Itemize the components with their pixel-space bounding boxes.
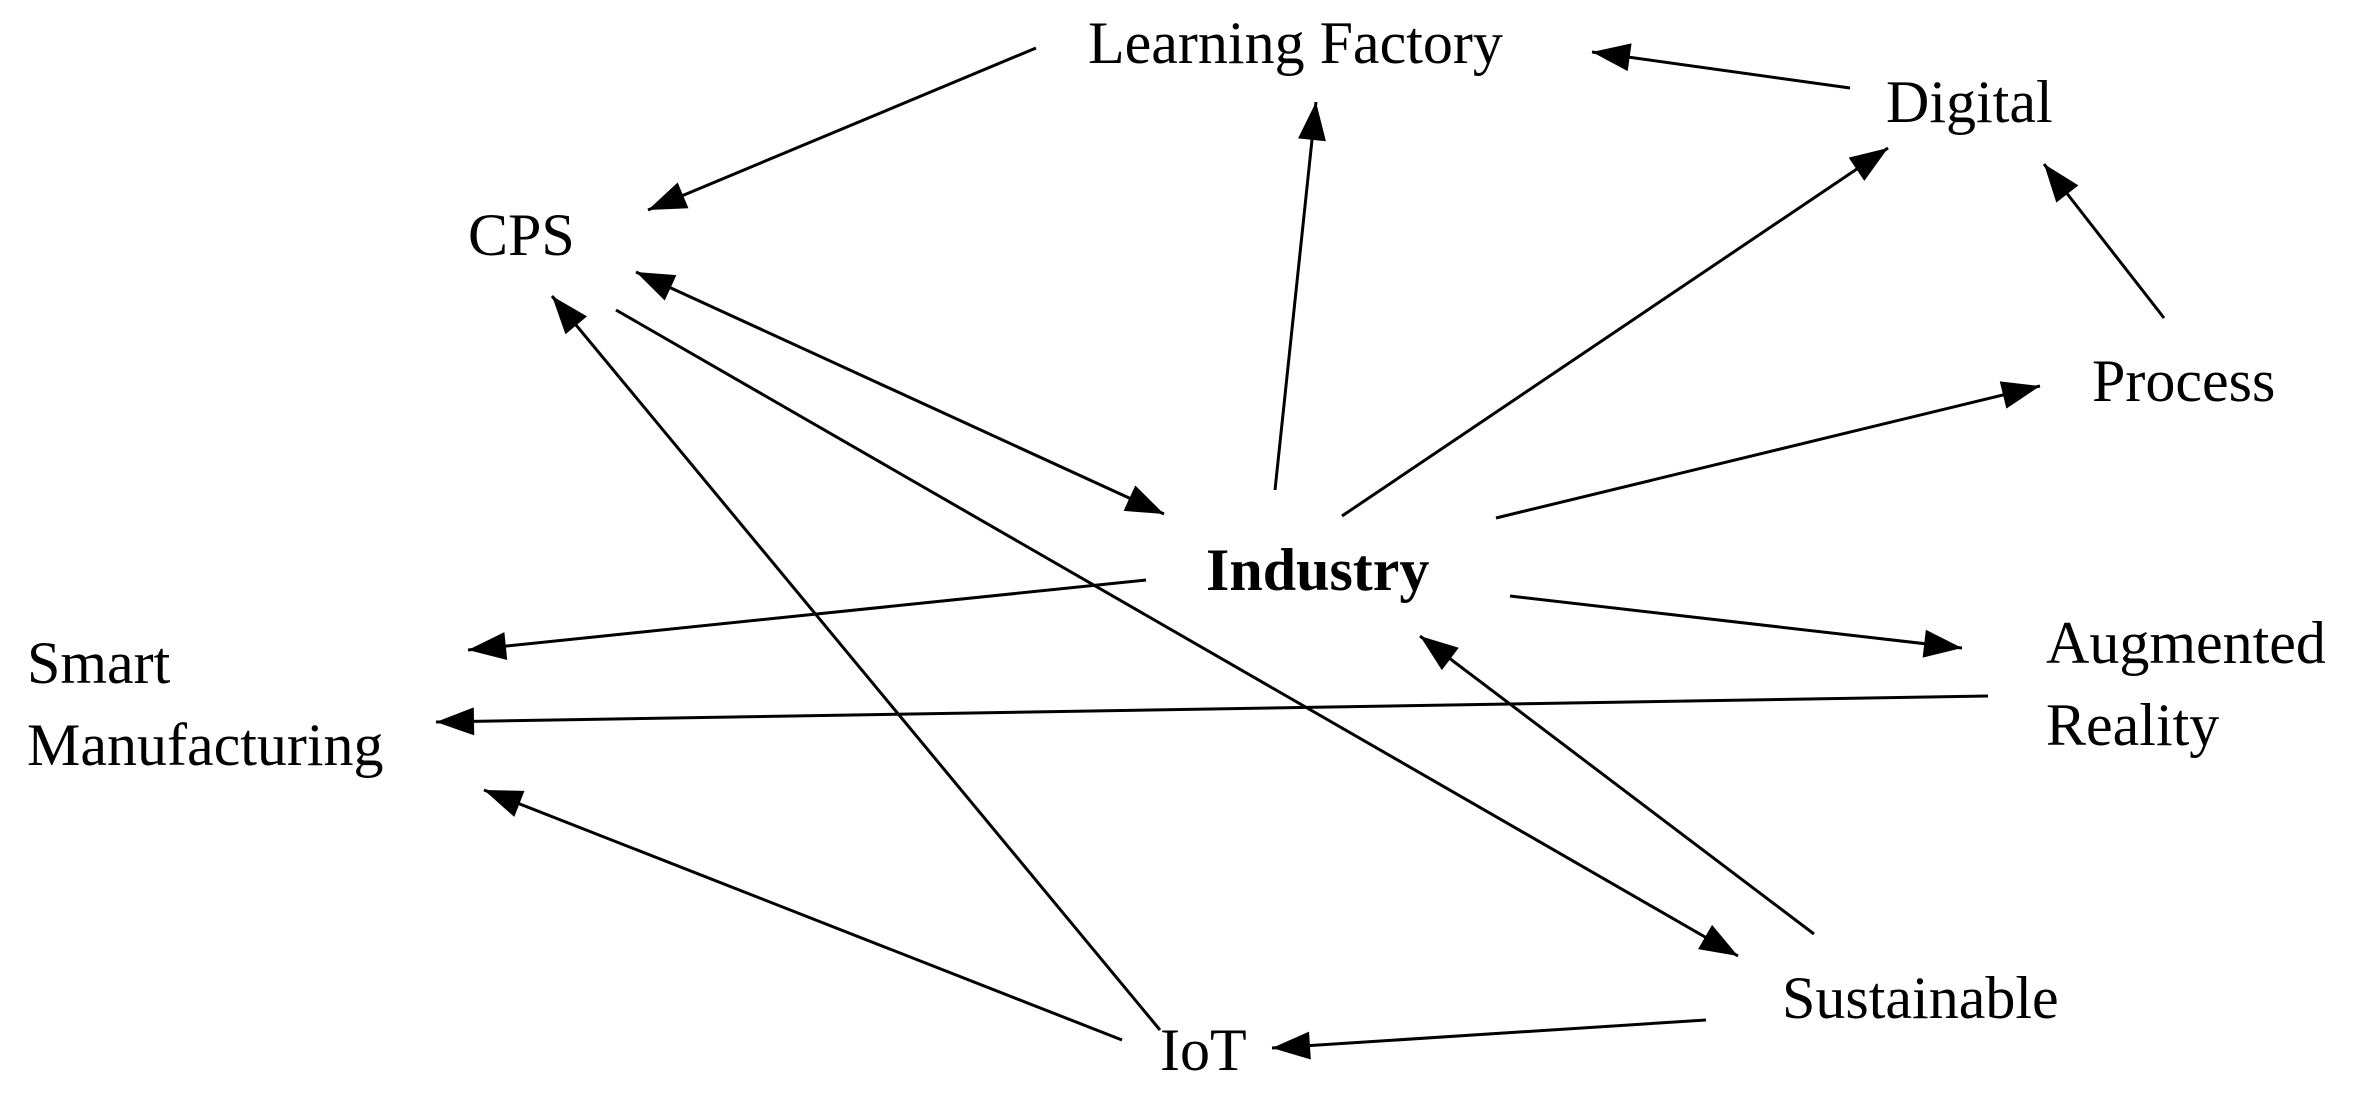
edge-line bbox=[1509, 594, 1963, 650]
arrowhead bbox=[1298, 102, 1326, 142]
node-label-line: Industry bbox=[1206, 537, 1429, 603]
node-digital: Digital bbox=[1886, 69, 2053, 135]
edge-process-to-digital bbox=[2042, 163, 2166, 319]
edge-line bbox=[647, 46, 1037, 212]
edge-industry-to-smart-manufacturing bbox=[467, 578, 1147, 661]
edge-line bbox=[550, 295, 1162, 1031]
arrowhead bbox=[1698, 924, 1738, 956]
edge-line bbox=[635, 270, 1165, 516]
edge-line bbox=[1591, 50, 1851, 90]
edge-industry-to-process bbox=[1495, 381, 2041, 520]
edge-iot-to-smart-manufacturing bbox=[483, 788, 1123, 1042]
arrowhead bbox=[1999, 381, 2040, 409]
edges-layer bbox=[435, 43, 2166, 1060]
edge-line bbox=[1271, 1018, 1707, 1050]
node-cps: CPS bbox=[468, 202, 575, 268]
arrowhead bbox=[1272, 1031, 1311, 1060]
arrowhead bbox=[1848, 148, 1888, 181]
edge-industry-to-digital bbox=[1341, 146, 1889, 518]
node-label-line: Sustainable bbox=[1782, 965, 2059, 1031]
node-label-line: IoT bbox=[1160, 1017, 1247, 1083]
edge-sustainable-to-iot bbox=[1271, 1018, 1707, 1060]
node-label-line: Process bbox=[2092, 348, 2275, 414]
edge-line bbox=[1273, 101, 1318, 491]
edge-line bbox=[435, 694, 1989, 724]
arrowhead bbox=[1123, 485, 1164, 514]
node-label-line: Reality bbox=[2046, 692, 2219, 758]
edge-line bbox=[1495, 384, 2041, 520]
arrowhead bbox=[484, 790, 525, 817]
edge-augmented-reality-to-smart-manufacturing bbox=[435, 694, 1989, 736]
node-sustainable: Sustainable bbox=[1782, 965, 2059, 1031]
arrowhead bbox=[1922, 629, 1962, 658]
node-process: Process bbox=[2092, 348, 2275, 414]
edge-line bbox=[1419, 634, 1815, 936]
edge-digital-to-learning-factory bbox=[1591, 43, 1851, 90]
arrowhead bbox=[436, 707, 475, 736]
arrowhead bbox=[648, 182, 689, 210]
node-label-line: Learning Factory bbox=[1088, 10, 1503, 76]
edge-line bbox=[615, 308, 1739, 958]
edge-cps-to-sustainable bbox=[615, 308, 1739, 958]
node-label-line: Digital bbox=[1886, 69, 2053, 135]
edge-iot-to-cps bbox=[550, 295, 1162, 1031]
arrowhead bbox=[2044, 164, 2079, 203]
node-iot: IoT bbox=[1160, 1017, 1247, 1083]
edge-industry-to-cps bbox=[635, 270, 1165, 516]
arrowhead bbox=[1592, 43, 1632, 72]
node-label-line: Smart bbox=[27, 630, 171, 696]
edge-line bbox=[483, 788, 1123, 1042]
node-label-line: Manufacturing bbox=[27, 712, 384, 778]
arrowhead bbox=[1420, 636, 1459, 671]
node-label-line: CPS bbox=[468, 202, 575, 268]
edge-line bbox=[467, 578, 1147, 652]
edge-line bbox=[1341, 146, 1889, 518]
arrowhead bbox=[468, 632, 508, 661]
arrowhead bbox=[552, 296, 588, 335]
edge-learning-factory-to-cps bbox=[647, 46, 1037, 212]
node-learning-factory: Learning Factory bbox=[1088, 10, 1503, 76]
node-industry: Industry bbox=[1206, 537, 1429, 603]
arrowhead bbox=[636, 272, 677, 301]
edge-industry-to-augmented-reality bbox=[1509, 594, 1963, 658]
edge-sustainable-to-industry bbox=[1419, 634, 1815, 936]
node-label-line: Augmented bbox=[2046, 610, 2326, 676]
edge-industry-to-learning-factory bbox=[1273, 101, 1326, 491]
